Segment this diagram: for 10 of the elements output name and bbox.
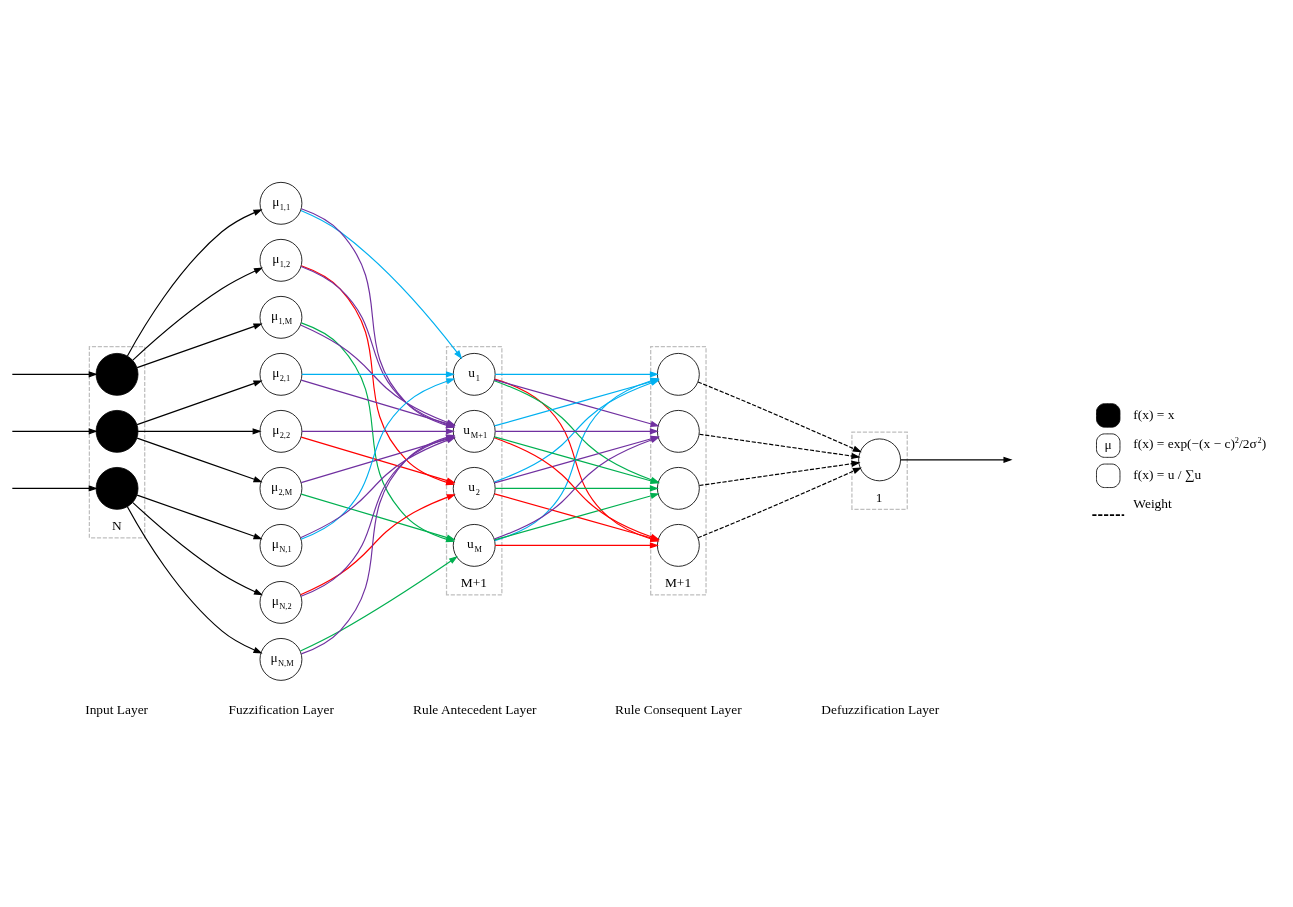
legend-label: f(x) = x — [1133, 406, 1175, 422]
label: Rule Antecedent Layer — [413, 701, 537, 717]
legend-label: Weight — [1133, 495, 1172, 511]
legend-label: f(x) = u / ∑u — [1133, 466, 1202, 482]
label: Fuzzification Layer — [228, 701, 334, 717]
label: Defuzzification Layer — [821, 701, 940, 717]
label: Input Layer — [85, 701, 149, 717]
label: μ — [1104, 436, 1112, 452]
label: Rule Consequent Layer — [615, 701, 742, 717]
legend-label: f(x) = exp(−(x − c)$^{2}$/2σ$^{2}$) — [1133, 435, 1267, 451]
